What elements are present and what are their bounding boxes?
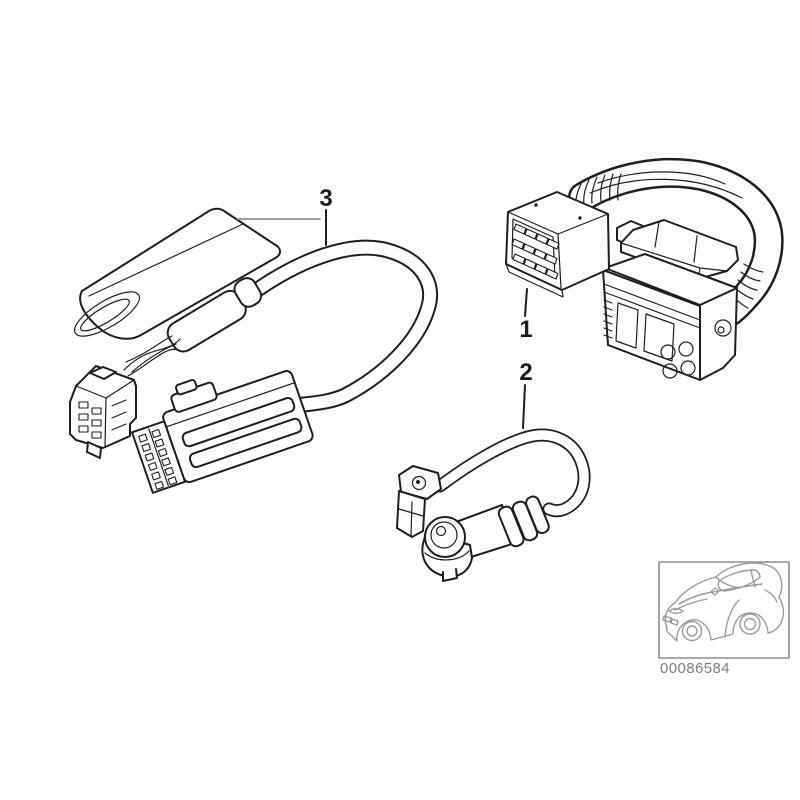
part-2-square-connector [396,465,442,538]
part-3-quadlock-pin-grid [138,429,178,490]
part-3-heat-shrink [166,277,263,353]
part-3-small-connector-pins [78,401,102,439]
car-thumbnail-border [658,561,790,659]
part-1-quadlock-sockets [660,341,696,379]
car-thumbnail[interactable] [658,561,790,659]
part-1-quadlock-connector [602,219,739,381]
part-1-connector-harness[interactable] [505,157,784,381]
part-1-wrap-hatching [575,173,764,309]
part-1-pin-connector [505,191,610,298]
part-3-small-connector [69,365,137,459]
callout-1[interactable]: 1 [519,316,533,343]
part-3-quadlock-connector [131,370,314,494]
part-2-antenna-lead[interactable] [396,428,591,582]
part-3-twisted-wires [123,335,181,377]
callout-2[interactable]: 2 [519,359,533,386]
callout-2-leader [522,384,526,429]
part-3-sleeve [73,207,281,340]
callout-1-leader [524,288,528,317]
car-silhouette-icon [662,562,785,642]
callout-3[interactable]: 3 [319,185,333,212]
part-2-coax-connector [421,495,550,582]
part-number-label: 00086584 [660,660,730,677]
part-3-cable-with-sleeve[interactable] [69,207,439,495]
callout-leader-lines [237,209,528,429]
part-1-connector-pins [511,223,560,280]
